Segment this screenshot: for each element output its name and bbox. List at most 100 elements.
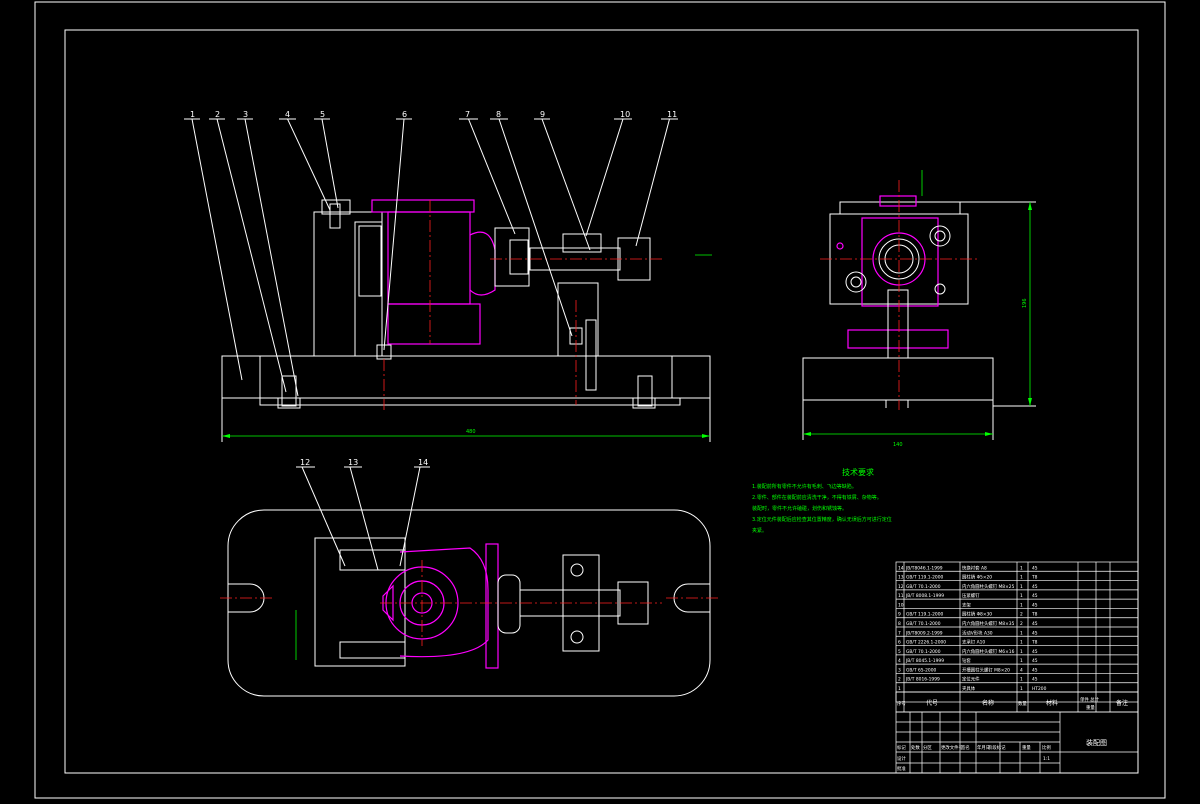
bom-cell: 1 [1020,640,1023,646]
bom-cell: 3 [898,667,901,673]
bom-header-weight-sub: 重量 [1086,704,1095,711]
balloon-label: 9 [540,110,545,119]
bom-cell: 1 [1020,677,1023,683]
dim-side-width: 140 [893,442,903,448]
bom-cell: 2 [1020,612,1023,618]
bom-cell: GB/T 70.1-2000 [906,584,941,590]
bom-header-note: 备注 [1116,699,1128,707]
bom-cell: JB/T 8045.1-1999 [905,658,944,664]
tb-scale-value: 1:1 [1043,756,1050,762]
dim-overall-length: 480 [466,429,476,435]
balloon-leader [498,118,573,337]
bom-cell: 2 [898,677,901,683]
bom-cell: 夹具体 [962,685,976,692]
tb-label-scale: 比例 [1042,744,1051,751]
bom-cell: T8 [1031,575,1038,581]
bom-cell: 活动V形块 A30 [962,629,993,636]
bom-cell: 45 [1032,621,1038,627]
bom-cell: 支承钉 A10 [962,639,985,646]
top-view [220,509,718,697]
bom-cell: 14 [898,565,904,571]
bom-cell: 9 [898,612,901,618]
bom-cell: 1 [1020,630,1023,636]
bom-cell: T8 [1031,612,1038,618]
bom-cell: 1 [898,686,901,692]
balloon-leader [191,118,243,381]
bom-cell: GB/T 119.1-2000 [906,612,944,618]
tech-req-line-3: 装配时，零件不允许磕碰，划伤和锈蚀等。 [752,505,847,512]
bom-header-qty: 数量 [1018,700,1027,707]
bom-header-no: 序号 [897,700,906,707]
bom-cell: T8 [1031,640,1038,646]
bom-cell: 45 [1032,658,1038,664]
bom-cell: GB/T 70.1-2000 [906,649,941,655]
bom-cell: 4 [1020,667,1023,673]
tb-label-zone: 分区 [923,744,932,751]
bom-cell: 1 [1020,686,1023,692]
sheet-outer-border [34,1,1166,799]
tech-req-title: 技术要求 [842,467,874,477]
balloon-leader [541,118,591,251]
tech-req-line-1: 1.装配前所有零件不允许有毛刺、飞边等缺陷。 [752,483,857,490]
balloon-leader [301,466,346,567]
balloon-label: 11 [667,110,677,119]
dim-side-height: 196 [1022,298,1028,308]
technical-requirements: 技术要求 1.装配前所有零件不允许有毛刺、飞边等缺陷。 2.零件、部件在装配前应… [752,467,892,534]
tech-req-line-5: 夹紧。 [752,527,767,534]
side-view [802,170,1036,440]
drawing-title: 装配图 [1086,738,1107,747]
bom-cell: 内六角圆柱头螺钉 M8×35 [962,620,1015,627]
balloon-label: 7 [465,110,470,119]
balloon-label: 6 [402,110,407,119]
bom-cell: JB/T 8008.1-1999 [905,593,944,599]
bom-cell: 45 [1032,602,1038,608]
sheet-inner-frame [64,29,1139,774]
bom-header-code: 代号 [926,699,938,707]
balloon-label: 3 [243,110,248,119]
bom-cell: JB/T8009.2-1999 [905,630,943,636]
tb-design: 设计 [897,755,906,762]
front-view [221,199,712,442]
bom-cell: 圆柱销 Φ5×20 [962,574,992,581]
tb-label-stage: 阶段标记 [988,744,1006,751]
bom-cell: GB/T 119.1-2000 [906,575,944,581]
tb-label-change-doc: 更改文件号 [941,744,964,751]
bom-cell: 内六角圆柱头螺钉 M6×16 [962,648,1015,655]
bom-cell: 45 [1032,584,1038,590]
title-block [895,711,1139,774]
bom-cell: 开槽圆柱头螺钉 M8×20 [962,666,1010,673]
bom-cell: 1 [1020,593,1023,599]
tb-label-weight: 重量 [1022,744,1031,751]
bom-cell: 1 [1020,565,1023,571]
bom-cell: 45 [1032,565,1038,571]
bom-cell: 45 [1032,649,1038,655]
balloon-leader [468,118,516,235]
balloon-leader [287,118,331,211]
bom-cell: 快换衬套 A8 [962,564,987,571]
bom-cell: 6 [898,640,901,646]
bom-cell: 内六角圆柱头螺钉 M8×25 [962,583,1015,590]
bom-header-name: 名称 [982,699,994,707]
bom-cell: 11 [898,593,904,599]
bom-cell: HT200 [1032,686,1047,692]
bom-cell: 1 [1020,602,1023,608]
balloon-leader [216,118,287,393]
bom-cell: GB/T 2226.1-2000 [906,640,946,646]
tb-label-signature: 签名 [961,744,970,751]
bom-cell: 1 [1020,649,1023,655]
bom-cell: 45 [1032,677,1038,683]
balloon-leader [349,466,379,571]
bom-cell: 4 [898,658,901,664]
balloon-leader [585,118,624,237]
bom-cell: 5 [898,649,901,655]
balloon-leader [399,466,421,567]
bom-cell: GB/T 70.1-2000 [906,621,941,627]
balloon-leader [383,118,405,351]
bom-cell: JB/T 8016-1999 [905,677,940,683]
bom-cell: 12 [898,584,904,590]
bom-cell: 压紧螺钉 [962,592,980,599]
bom-cell: 定位元件 [962,676,980,683]
